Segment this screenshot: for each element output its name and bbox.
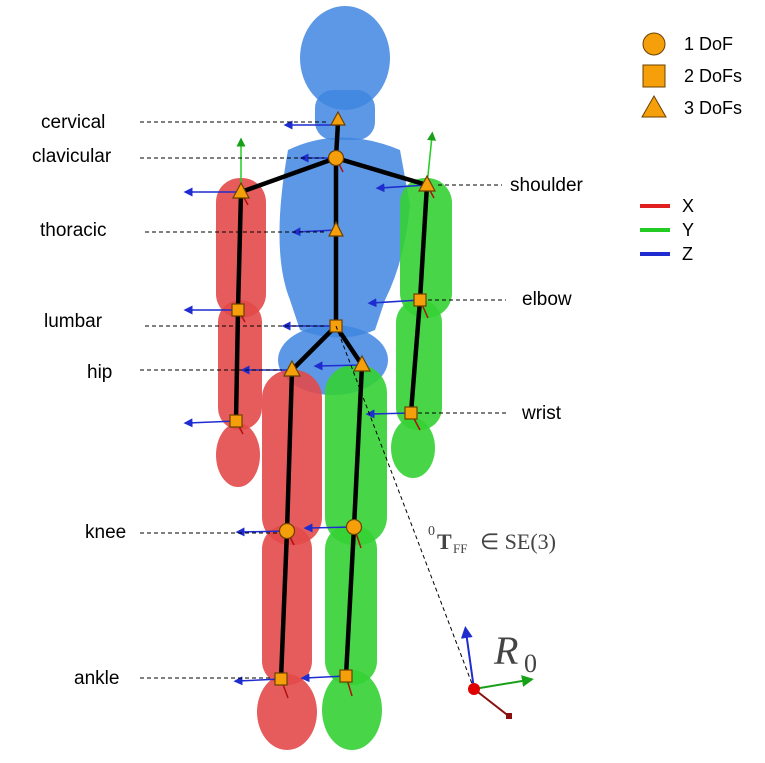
right-knee-joint-circle (345, 518, 363, 536)
joint-markers (229, 110, 436, 686)
left-hand-mesh (216, 423, 260, 487)
legend-1-dof: 1 DoF (684, 34, 733, 54)
right-shoulder-joint-triangle (418, 174, 436, 192)
transform-superscript: 0 (428, 524, 435, 539)
right-hand-mesh (391, 418, 435, 478)
label-thoracic: thoracic (40, 220, 107, 241)
left-elbow-joint-square (231, 303, 245, 317)
thoracic-joint-triangle (328, 220, 344, 237)
right-arm-mesh (391, 178, 452, 478)
label-wrist: wrist (521, 403, 562, 424)
right-hip-joint-triangle (353, 354, 371, 372)
left-thigh-mesh (262, 370, 322, 545)
label-cervical: cervical (41, 112, 105, 133)
label-elbow: elbow (522, 289, 572, 310)
label-clavicular: clavicular (32, 146, 112, 167)
transform-subscript: FF (453, 541, 467, 556)
body-mesh (216, 6, 452, 750)
left-foot-mesh (257, 674, 317, 750)
label-hip: hip (87, 362, 112, 383)
right-foot-mesh (322, 670, 382, 750)
head-mesh (300, 6, 390, 110)
right-upper-arm-mesh (400, 178, 452, 318)
world-frame-origin (468, 683, 480, 695)
legend-x-label: X (682, 196, 694, 216)
legend-2-dofs: 2 DoFs (684, 66, 742, 86)
left-forearm-mesh (218, 300, 262, 430)
frame-subscript: 0 (524, 649, 537, 678)
world-frame: R 0 (460, 626, 537, 719)
transform-annotation: 0 T FF ∈ SE(3) (428, 524, 556, 556)
clavicular-joint-circle (327, 149, 345, 167)
left-ankle-joint-square (274, 672, 288, 686)
frame-symbol: R (493, 628, 518, 673)
legend-square-icon (642, 64, 666, 88)
left-shin-mesh (262, 525, 312, 685)
leader-lines (140, 121, 506, 690)
axis-legend: X Y Z (640, 196, 694, 264)
transform-relation: ∈ SE(3) (480, 529, 556, 554)
label-knee: knee (85, 522, 126, 543)
world-frame-x-tip (506, 713, 512, 719)
left-wrist-joint-square (229, 414, 243, 428)
left-leg-mesh (257, 370, 322, 750)
legend-circle-icon (642, 32, 666, 56)
joint-labels: cervical clavicular thoracic lumbar hip … (32, 112, 584, 689)
left-shoulder-joint-triangle (232, 181, 250, 199)
chest-mesh (279, 137, 410, 338)
legend-3-dofs: 3 DoFs (684, 98, 742, 118)
label-shoulder: shoulder (510, 175, 584, 196)
left-hip-joint-triangle (283, 359, 301, 377)
right-wrist-joint-square (404, 406, 418, 420)
right-elbow-joint-square (413, 293, 427, 307)
left-knee-joint-circle (278, 522, 296, 540)
transform-symbol: T (437, 529, 452, 554)
dof-legend: 1 DoF 2 DoFs 3 DoFs (641, 32, 742, 118)
legend-triangle-icon (641, 94, 667, 118)
neck-mesh (315, 90, 375, 140)
legend-z-label: Z (682, 244, 693, 264)
label-ankle: ankle (74, 668, 119, 689)
right-forearm-mesh (396, 300, 442, 430)
label-lumbar: lumbar (44, 311, 103, 332)
right-ankle-joint-square (339, 669, 353, 683)
cervical-joint-triangle (329, 110, 347, 126)
legend-y-label: Y (682, 220, 694, 240)
